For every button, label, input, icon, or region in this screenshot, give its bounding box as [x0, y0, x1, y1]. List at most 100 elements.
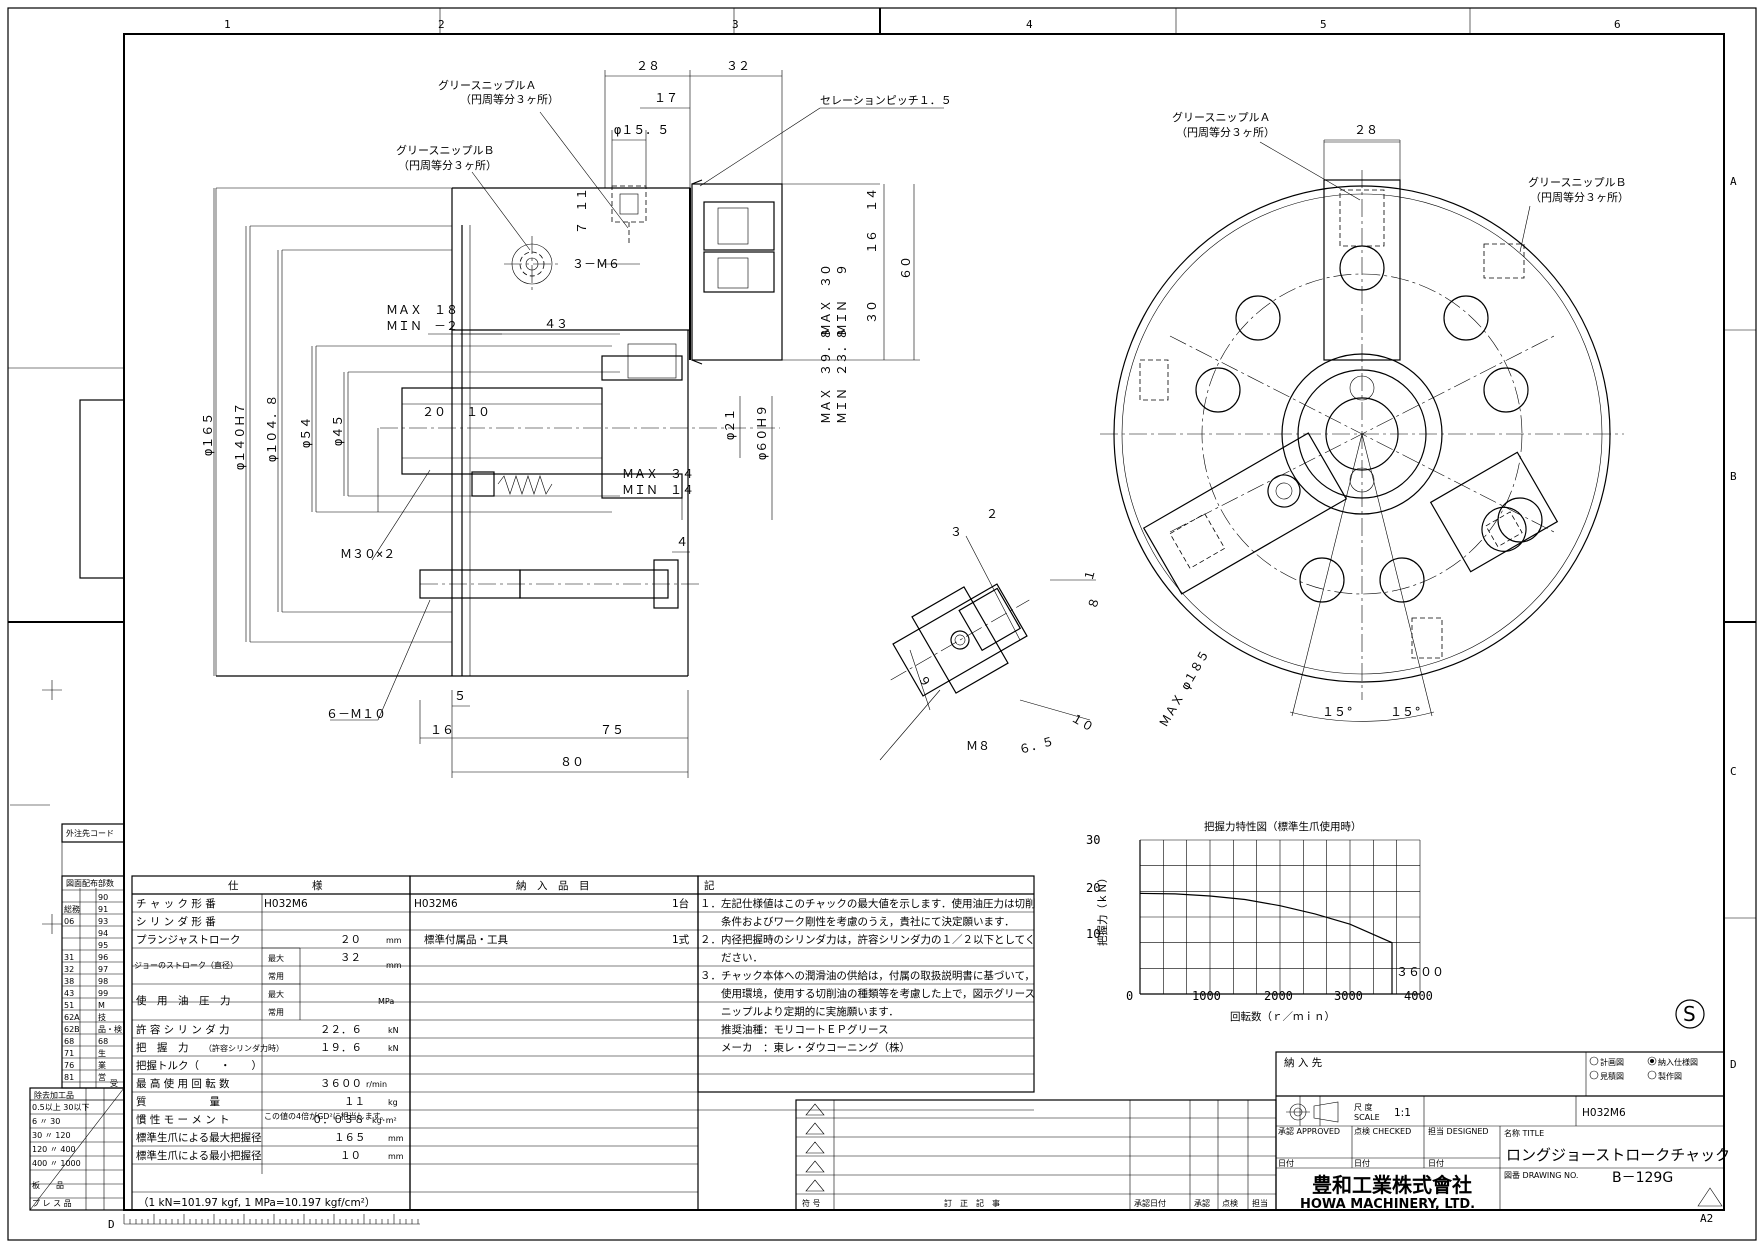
max18-label: ＭＡＸ １８ — [386, 303, 458, 317]
dim-1: １ — [1081, 568, 1098, 583]
spec-label-7: 最 高 使 用 回 転 数 — [136, 1077, 230, 1090]
side-tables: 外注先コード 図面配布部数 除去加工品 0.5以上 30以下 6 〃 30 30… — [29, 823, 125, 1211]
spec-inertia-note: この値の4倍がGD²に相当します。 — [264, 1111, 388, 1121]
note-line-7: 推奨油種：モリコートＥＰグリース — [700, 1023, 888, 1036]
dist-code-5: 96 — [98, 953, 108, 962]
option-radio-plan[interactable] — [1589, 1056, 1599, 1066]
dim-32: ３２ — [726, 59, 750, 73]
tol-row-1: 6 〃 30 — [32, 1117, 60, 1126]
serration-label: セレーションピッチ１．５ — [820, 94, 952, 107]
option-spec: 納入仕様図 — [1658, 1057, 1698, 1067]
spec-label-4: 許 容 シ リ ン ダ 力 — [136, 1023, 230, 1036]
zone-row-a: A — [1730, 175, 1737, 188]
left-code-8: 62B — [64, 1025, 80, 1034]
option-radio-spec[interactable] — [1647, 1056, 1657, 1066]
min14-label: ＭＩＮ １４ — [622, 483, 694, 497]
dim-10: １０ — [466, 405, 490, 419]
revision-mark-icon — [1697, 1187, 1723, 1207]
spec-unit-5: kN — [388, 1044, 399, 1053]
dim-11: １１ — [575, 188, 589, 212]
side-codes: 90 91 93 94 95 96 97 98 99 M 技 品・検 68 生 … — [64, 893, 122, 1088]
tol-row-6: プ レ ス 品 — [32, 1199, 72, 1208]
note-line-4: ３．チャック本体への潤滑油の供給は，付属の取扱説明書に基づいて， — [700, 969, 1035, 982]
stamp-circle — [1675, 999, 1705, 1029]
max30-label: ＭＡＸ ３０ — [819, 264, 833, 336]
chart-series-line — [1139, 892, 1393, 994]
left-code-2: 31 — [64, 953, 74, 962]
left-code-1: 06 — [64, 917, 74, 926]
tol-header: 除去加工品 — [34, 1090, 74, 1100]
delivery-table: 納 入 品 目 H032M6 1台 標準付属品・工具 1式 — [409, 875, 699, 1211]
dim-6-5: ６．５ — [1017, 734, 1055, 757]
tol-row-2: 30 〃 120 — [32, 1131, 71, 1140]
tol-row-4: 400 〃 1000 — [32, 1159, 81, 1168]
dist-code-11: 品・検 — [98, 1024, 122, 1034]
left-code-12: 81 — [64, 1073, 74, 1082]
max34-label: ＭＡＸ ３４ — [622, 467, 694, 481]
zone-col-5: 5 — [1320, 18, 1327, 31]
grease-a-front-label: グリースニップルＡ — [1172, 110, 1270, 124]
dim-43: ４３ — [544, 317, 568, 331]
zone-row-b: B — [1730, 470, 1737, 483]
dist-code-6: 97 — [98, 965, 108, 974]
spec-press-normal: 常用 — [268, 1008, 284, 1017]
zone-col-2: 2 — [438, 18, 445, 31]
rev-symbol-col: 符 号 — [802, 1198, 821, 1208]
chart-xtick-4000: 4000 — [1404, 989, 1433, 1003]
delivery-header: 納 入 品 目 — [516, 879, 590, 892]
dim-16: １６ — [865, 230, 879, 254]
zone-col-1: 1 — [224, 18, 231, 31]
left-code-0: 総務 — [64, 904, 80, 914]
rev-charge-col: 担当 — [1252, 1198, 1268, 1208]
spec-value-0: H032M6 — [264, 898, 308, 910]
title-name-label: 名称 TITLE — [1504, 1128, 1544, 1138]
jaw-detail: ３ ２ ８ １ ９ ６．５ １０ Ｍ８ — [879, 507, 1102, 761]
option-estimate: 見積図 — [1600, 1071, 1624, 1081]
rev-date-col: 承認日付 — [1134, 1198, 1166, 1208]
rev-check-col: 点検 — [1222, 1198, 1238, 1208]
dim-21: φ２１ — [723, 409, 737, 440]
title-name-value: ロングジョーストロークチャック — [1506, 1146, 1730, 1164]
dim-165: φ１６５ — [201, 413, 215, 456]
dim-60h9: φ６０Ｈ９ — [755, 405, 769, 460]
dim-20: ２０ — [422, 405, 446, 419]
option-radio-production[interactable] — [1647, 1070, 1657, 1080]
note-line-8: メーカ ：東レ・ダウコーニング（株） — [700, 1041, 910, 1054]
left-code-5: 43 — [64, 989, 74, 998]
grease-b-label: グリースニップルＢ — [396, 143, 494, 157]
approved-label: 承認 APPROVED — [1278, 1126, 1340, 1136]
note-line-3: ださい． — [700, 952, 763, 964]
dim-3: ３ — [950, 525, 962, 539]
designed-label: 担当 DESIGNED — [1428, 1126, 1489, 1136]
spec-value-7: ３６００ — [320, 1078, 362, 1090]
dist-code-3: 94 — [98, 929, 108, 938]
chart-ytick-30: 30 — [1086, 833, 1100, 847]
dim-5: ５ — [454, 689, 466, 703]
checked-label: 点検 CHECKED — [1354, 1126, 1411, 1136]
spec-value-11: １０ — [340, 1150, 361, 1162]
delivery-row2-qty: 1式 — [672, 933, 690, 946]
dim-140: φ１４０Ｈ７ — [233, 403, 247, 470]
spec-label-5: 把 握 力 — [136, 1041, 189, 1054]
dim-17: １７ — [654, 91, 678, 105]
min-2-label: ＭＩＮ －２ — [386, 319, 458, 333]
dim-80: ８０ — [560, 755, 584, 769]
dim-60: ６０ — [899, 256, 913, 280]
date-label-1: 日付 — [1278, 1158, 1294, 1168]
tol-row-3: 120 〃 400 — [32, 1145, 76, 1154]
grease-b-sub: （円周等分３ヶ所） — [398, 158, 497, 172]
projection-symbol-icon — [1286, 1101, 1339, 1123]
drawing-type-options: 計画図 納入仕様図 見積図 製作図 — [1589, 1056, 1698, 1081]
dim-10b: １０ — [1069, 710, 1097, 734]
spec-value-9: ０．０３８ — [312, 1114, 365, 1126]
option-radio-estimate[interactable] — [1589, 1070, 1599, 1080]
left-code-7: 62A — [64, 1013, 80, 1022]
dim-45: φ４５ — [331, 415, 345, 446]
sheet-border: 1 2 3 4 5 6 A B C D A2 D — [7, 7, 1757, 1241]
dist-code-10: 技 — [98, 1012, 106, 1022]
option-plan: 計画図 — [1600, 1057, 1624, 1067]
chart-title: 把握力特性図（標準生爪使用時） — [1204, 820, 1362, 833]
chart-ytick-20: 20 — [1086, 881, 1100, 895]
note-line-6: ニップルより定期的に実施願います． — [700, 1005, 899, 1018]
spec-table: 仕 様 チ ャ ッ ク 形 番 H032M6 シ リ ン ダ 形 番 プランジャ… — [131, 875, 1034, 1211]
